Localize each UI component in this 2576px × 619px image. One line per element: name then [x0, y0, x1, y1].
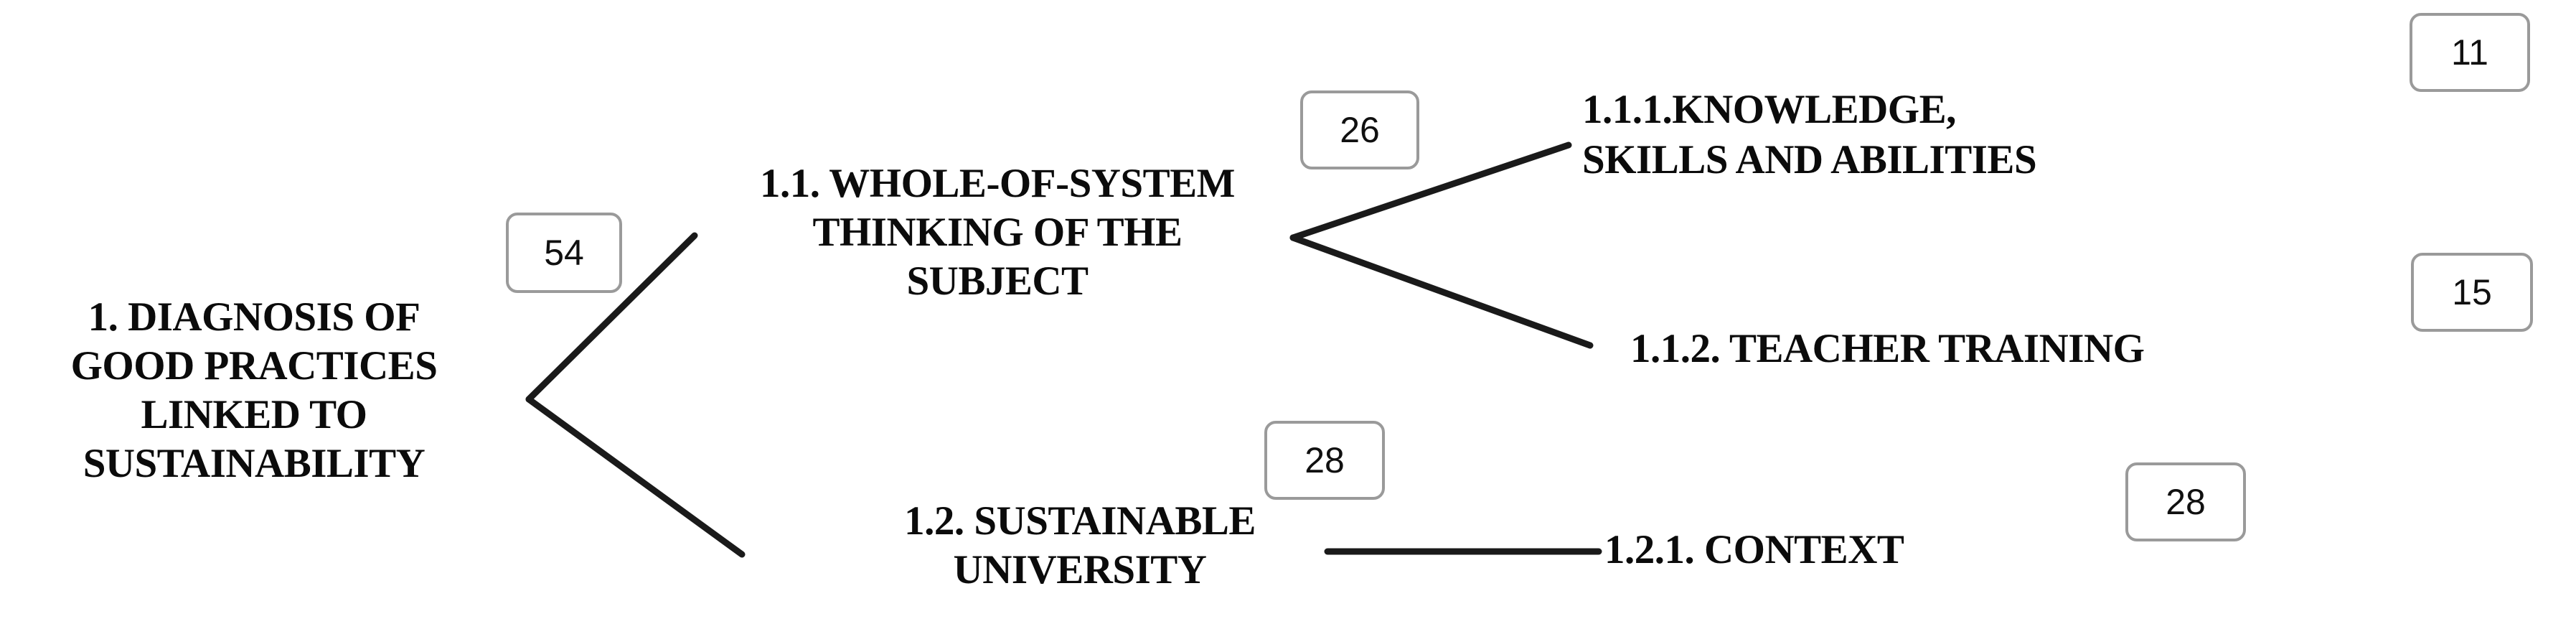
node-teacher-training[interactable]: 1.1.2. TEACHER TRAINING: [1630, 326, 2145, 371]
node-context[interactable]: 1.2.1. CONTEXT: [1604, 527, 1904, 572]
badge-count-root[interactable]: 54: [506, 213, 622, 293]
badge-count-1-1-2[interactable]: 15: [2411, 253, 2533, 332]
edge-1-1-to-1-1-2: [1289, 234, 1594, 349]
badge-count-1-1-1[interactable]: 11: [2410, 13, 2530, 92]
badge-count-1-2-1[interactable]: 28: [2125, 462, 2246, 541]
node-diagnosis-of-good-practices[interactable]: 1. DIAGNOSIS OF GOOD PRACTICES LINKED TO…: [70, 294, 438, 486]
node-sustainable-university[interactable]: 1.2. SUSTAINABLE UNIVERSITY: [904, 498, 1256, 592]
badge-count-1-2[interactable]: 28: [1264, 421, 1385, 500]
edge-root-to-1-2: [525, 396, 746, 558]
badge-count-1-1[interactable]: 26: [1300, 90, 1419, 169]
node-knowledge-skills-and-abilities[interactable]: 1.1.1.KNOWLEDGE, SKILLS AND ABILITIES: [1582, 87, 2037, 182]
node-whole-of-system-thinking[interactable]: 1.1. WHOLE-OF-SYSTEM THINKING OF THE SUB…: [760, 161, 1235, 304]
